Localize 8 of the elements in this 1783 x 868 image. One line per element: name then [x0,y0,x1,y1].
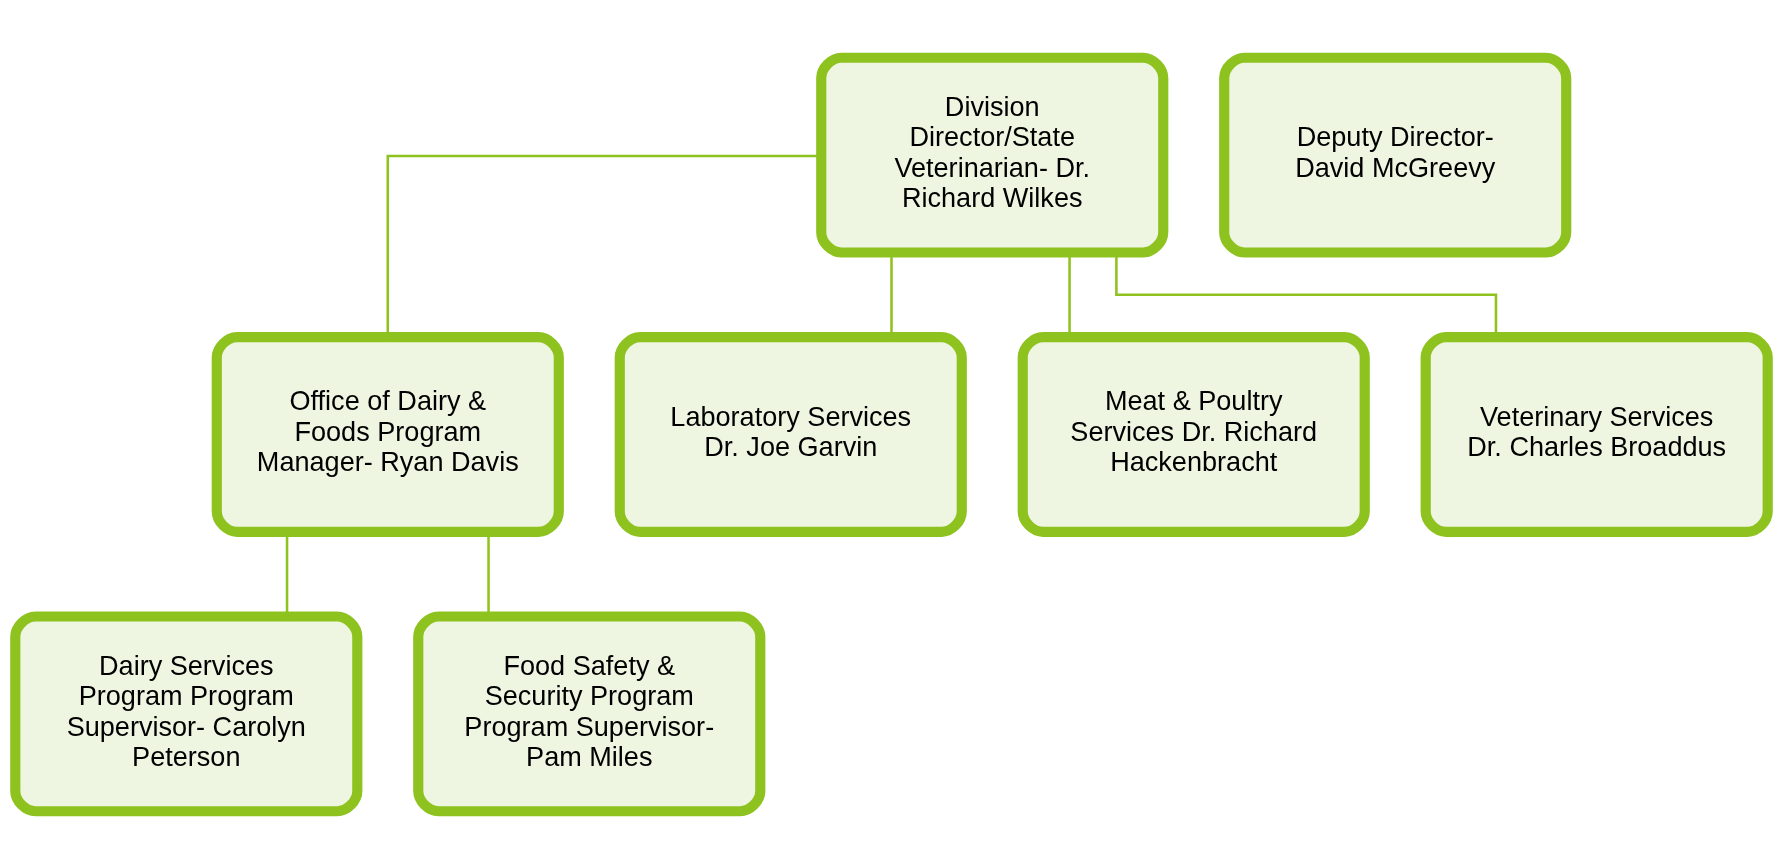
node-box: Deputy Director- David McGreevy [1219,52,1572,258]
node-box: Meat & Poultry Services Dr. Richard Hackenbracht [1017,331,1370,537]
node-box: Food Safety & Security Program Program Supervisor- Pam Miles [413,610,766,816]
node-box: Dairy Services Program Program Supervisor- Carolyn Peterson [10,610,363,816]
node-box: Veterinary Services Dr. Charles Broaddus [1420,331,1773,537]
node-box: Office of Dairy & Foods Program Manager- Ryan Davis [211,331,564,537]
node-box: Division Director/State Veterinarian- Dr. Richard Wilkes [816,52,1169,258]
node-box: Laboratory Services Dr. Joe Garvin [614,331,967,537]
